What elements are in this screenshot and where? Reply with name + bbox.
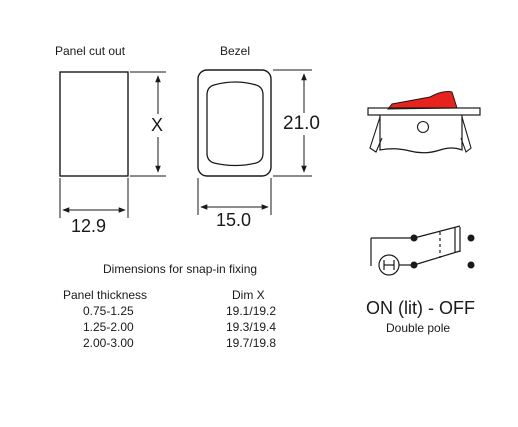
table-row-dim: 19.3/19.4: [226, 320, 277, 334]
rocker-red: [386, 91, 458, 110]
panel-cut-out-label: Panel cut out: [55, 44, 126, 58]
col-header-dim-x: Dim X: [232, 288, 265, 302]
table-row-thickness: 0.75-1.25: [83, 304, 134, 318]
col-header-thickness: Panel thickness: [63, 288, 148, 302]
bezel-label: Bezel: [220, 44, 251, 58]
x-dimension-text: X: [151, 114, 164, 137]
table-row-dim: 19.7/19.8: [226, 336, 277, 350]
terminal-dot: [467, 261, 475, 269]
table-row-thickness: 2.00-3.00: [83, 336, 134, 350]
switch-schematic: [370, 225, 461, 276]
bezel-rocker-face: [206, 81, 264, 167]
snap-in-heading: Dimensions for snap-in fixing: [103, 262, 258, 276]
table-row-dim: 19.1/19.2: [226, 304, 277, 318]
switch-function-text: ON (lit) - OFF: [366, 298, 475, 318]
height-dimension-text: 21.0: [283, 113, 320, 135]
terminal-dot: [410, 261, 418, 269]
terminal-dot: [467, 234, 475, 242]
terminal-dot: [410, 234, 418, 242]
table-row-thickness: 1.25-2.00: [83, 320, 134, 334]
switch-side-view: [367, 91, 481, 154]
panel-width-dimension-text: 12.9: [71, 216, 107, 236]
bezel-width-dimension-text: 15.0: [216, 210, 252, 230]
switch-poles-text: Double pole: [386, 321, 451, 335]
panel-cutout-rect: [59, 71, 129, 177]
bezel-outer: [197, 69, 272, 177]
